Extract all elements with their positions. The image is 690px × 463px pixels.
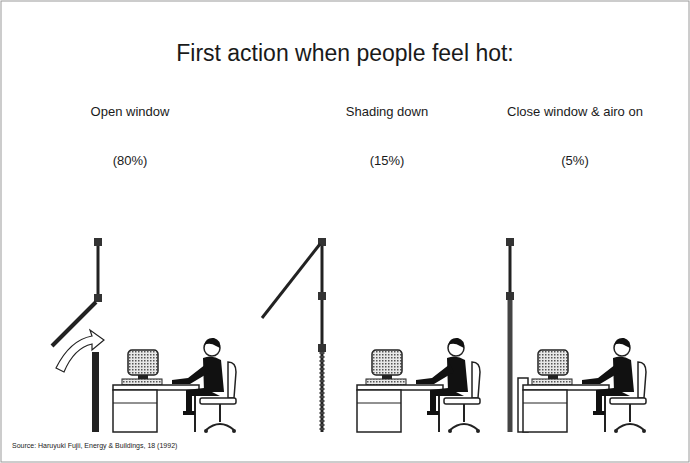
- percentage: (15%): [307, 153, 467, 168]
- option-heading: Close window & airo on: [505, 104, 645, 120]
- option-heading: Shading down: [307, 104, 467, 119]
- source-note: Source: Haruyuki Fujii, Energy & Buildin…: [12, 442, 412, 449]
- option-heading: Open window: [55, 104, 205, 119]
- percentage: (5%): [505, 153, 645, 168]
- percentage: (80%): [55, 153, 205, 168]
- slide-title: First action when people feel hot:: [20, 40, 670, 67]
